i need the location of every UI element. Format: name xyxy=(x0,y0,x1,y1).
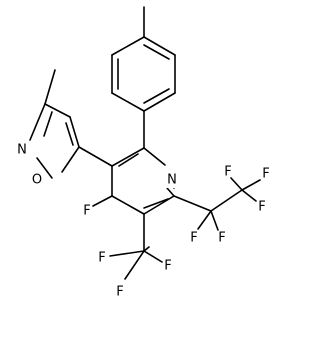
bond xyxy=(44,69,56,105)
atom-fluorine: F xyxy=(258,200,265,215)
double-bond xyxy=(65,122,74,146)
double-bond xyxy=(43,111,53,137)
bond xyxy=(230,177,243,191)
atom-fluorine: F xyxy=(98,251,105,266)
atom-fluorine: F xyxy=(218,231,225,246)
molecule-structure: N N O F F F F F F F F F xyxy=(15,6,270,300)
bond xyxy=(173,195,212,212)
bond xyxy=(241,179,261,191)
atom-fluorine: F xyxy=(116,285,123,300)
bond xyxy=(61,146,80,173)
atom-nitrogen: N xyxy=(167,173,177,188)
bond xyxy=(109,250,145,257)
atom-oxygen: O xyxy=(32,173,42,188)
bond xyxy=(111,195,145,215)
atom-fluorine: F xyxy=(164,259,171,274)
bond xyxy=(197,210,212,230)
atom-fluorine: F xyxy=(262,167,269,182)
bond xyxy=(143,92,176,112)
double-bond xyxy=(143,44,170,60)
bond xyxy=(143,147,166,166)
bond xyxy=(143,36,176,56)
bond xyxy=(29,103,46,141)
atom-nitrogen: N xyxy=(17,143,27,158)
bond xyxy=(210,210,219,231)
bond xyxy=(36,157,53,179)
bond xyxy=(111,36,145,56)
bond xyxy=(210,189,243,212)
atom-fluorine: F xyxy=(224,165,231,180)
bond xyxy=(69,116,80,148)
bond xyxy=(111,147,145,167)
bond xyxy=(44,103,71,118)
bond xyxy=(143,195,175,215)
atom-labels: N N O F F F F F F F F F xyxy=(15,142,270,300)
bonds xyxy=(29,6,261,280)
bond xyxy=(241,189,257,202)
atom-fluorine: F xyxy=(190,231,197,246)
bond xyxy=(143,246,150,252)
bond xyxy=(166,187,175,197)
double-bond xyxy=(118,153,139,167)
bond xyxy=(143,250,163,263)
bond xyxy=(124,250,145,280)
atom-fluorine: F xyxy=(83,204,90,219)
double-bond xyxy=(143,198,169,209)
bond xyxy=(92,195,113,207)
double-bond xyxy=(143,88,170,104)
bond xyxy=(78,146,113,167)
bond xyxy=(111,92,145,112)
